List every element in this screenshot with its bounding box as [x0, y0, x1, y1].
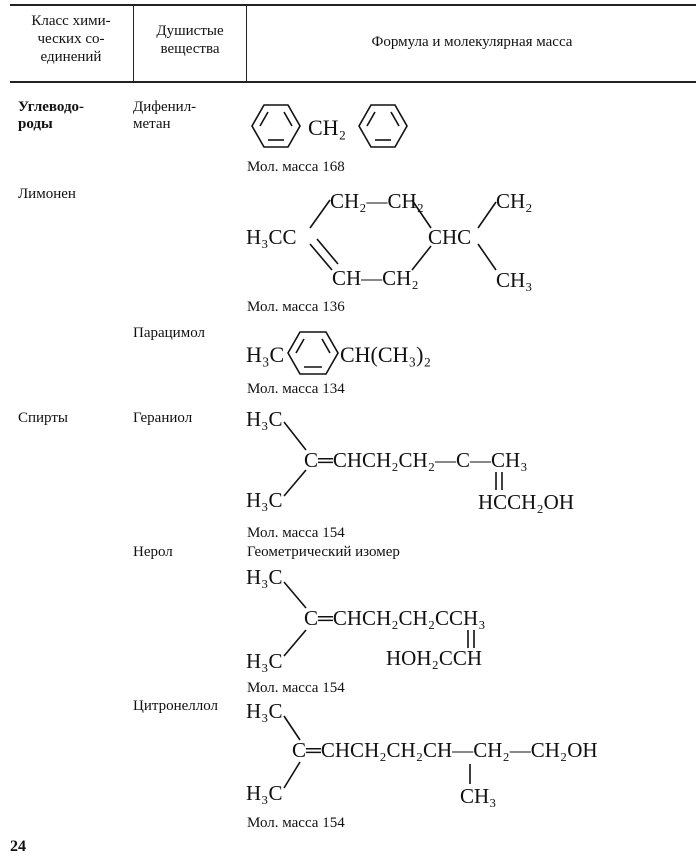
- substance-nerol: Нерол: [133, 544, 173, 560]
- class-label-hydrocarbons: Углеводо- роды: [18, 99, 84, 133]
- substance-geraniol: Гераниол: [133, 410, 193, 426]
- nerol-formula: H₃C C═CHCH₂CH₂CCH₃ H₃C HOH₂CCH: [246, 565, 486, 673]
- limonene-bottom-chain: CH—CH₂: [332, 266, 419, 290]
- citronellol-formula: H₃C C═CHCH₂CH₂CH—CH₂—CH₂OH H₃C CH₃: [246, 699, 598, 808]
- substance-paracymene: Парацимол: [133, 325, 205, 341]
- nerol-main-chain: C═CHCH₂CH₂CCH₃: [304, 606, 486, 630]
- citronellol-top-methyl: H₃C: [246, 699, 283, 723]
- nerol-bottom-methyl: H₃C: [246, 649, 283, 673]
- nerol-top-methyl: H₃C: [246, 565, 283, 589]
- class-line: Углеводо-: [18, 99, 85, 115]
- diphenylmethane-formula: CH₂: [251, 104, 408, 148]
- benzene-ring-right: [358, 104, 408, 148]
- mass-citronellol: Мол. масса 154: [247, 815, 345, 831]
- header-top-rule: [10, 4, 696, 6]
- header-formula-label: Формула и молекулярная масса: [371, 34, 573, 50]
- paracymene-formula: H₃C CH(CH₃)₂: [246, 331, 431, 375]
- header-class-line-1: Класс хими-: [31, 13, 111, 29]
- limonene-mid-right: CHC: [428, 225, 471, 249]
- geraniol-formula: H₃C C═CHCH₂CH₂—C—CH₃ H₃C HCCH₂OH: [246, 407, 574, 514]
- limonene-bottom-right: CH₃: [496, 268, 533, 292]
- header-formula-column: Формула и молекулярная масса: [247, 33, 697, 51]
- limonene-formula: CH₂—CH₂ CH₂ H₃CC CHC CH—CH₂ CH₃: [246, 189, 533, 292]
- header-class-line-3: единений: [40, 49, 102, 65]
- page-number: 24: [10, 838, 26, 855]
- citronellol-main-chain: C═CHCH₂CH₂CH—CH₂—CH₂OH: [292, 738, 598, 762]
- citronellol-bottom-methyl: H₃C: [246, 781, 283, 805]
- formula-ch2: CH₂: [308, 115, 346, 140]
- header-substance-column: Душистые вещества: [134, 22, 246, 58]
- substance-limonene: Лимонен: [18, 186, 76, 202]
- header-class-column: Класс хими- ческих со- единений: [10, 12, 132, 66]
- paracymene-left-group: H₃C: [246, 342, 284, 367]
- mass-limonene: Мол. масса 136: [247, 299, 345, 315]
- geraniol-branch: HCCH₂OH: [478, 490, 574, 514]
- substance-line: метан: [133, 116, 171, 132]
- citronellol-branch: CH₃: [460, 784, 497, 808]
- benzene-ring: [287, 331, 339, 375]
- header-divider-2: [246, 4, 247, 82]
- class-line: роды: [18, 116, 53, 132]
- limonene-left: H₃CC: [246, 225, 297, 249]
- substance-diphenylmethane: Дифенил- метан: [133, 99, 196, 133]
- class-label-alcohols: Спирты: [18, 410, 68, 426]
- header-bottom-rule: [10, 81, 696, 83]
- geraniol-top-methyl: H₃C: [246, 407, 283, 431]
- geraniol-main-chain: C═CHCH₂CH₂—C—CH₃: [304, 448, 528, 472]
- benzene-ring-left: [251, 104, 301, 148]
- nerol-branch: HOH₂CCH: [386, 646, 482, 670]
- header-divider-1: [133, 4, 134, 82]
- mass-geraniol: Мол. масса 154: [247, 525, 345, 541]
- substance-line: Дифенил-: [133, 99, 197, 115]
- limonene-top-chain: CH₂—CH₂: [330, 189, 424, 213]
- mass-paracymene: Мол. масса 134: [247, 381, 345, 397]
- mass-diphenylmethane: Мол. масса 168: [247, 159, 345, 175]
- mass-nerol: Мол. масса 154: [247, 680, 345, 696]
- nerol-isomer-note: Геометрический изомер: [247, 544, 400, 560]
- limonene-top-right: CH₂: [496, 189, 533, 213]
- header-substance-line-2: вещества: [160, 41, 220, 57]
- paracymene-right-group: CH(CH₃)₂: [340, 342, 431, 367]
- geraniol-bottom-methyl: H₃C: [246, 488, 283, 512]
- table-header: Класс хими- ческих со- единений Душистые…: [0, 0, 700, 84]
- header-class-line-2: ческих со-: [37, 31, 105, 47]
- substance-citronellol: Цитронеллол: [133, 698, 219, 714]
- header-substance-line-1: Душистые: [156, 23, 224, 39]
